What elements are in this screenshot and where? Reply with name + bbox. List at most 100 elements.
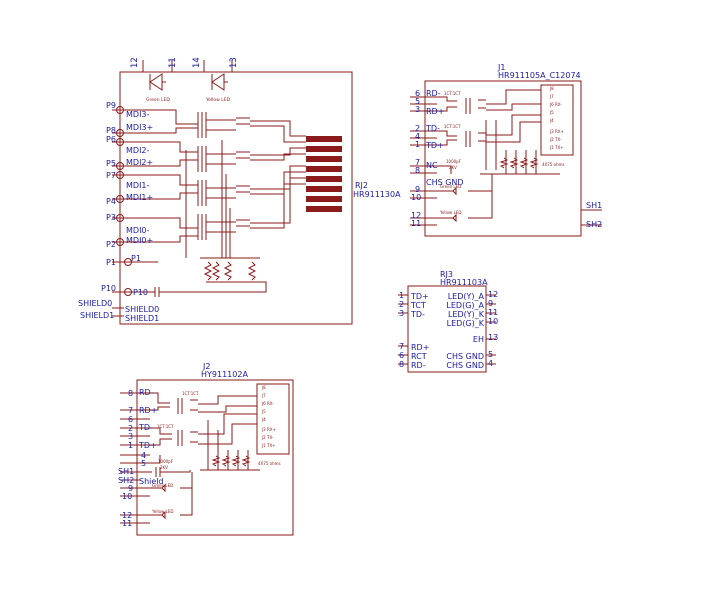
j1-name: J1 bbox=[497, 63, 505, 72]
j2-signal-td-plus: TD+ bbox=[138, 441, 157, 450]
rj2-green-led-label: Green LED bbox=[146, 97, 170, 103]
rj3-right-label-led-y-k: LED(Y)_K bbox=[448, 310, 485, 319]
rj3-left-pin-num-8: 8 bbox=[399, 360, 404, 369]
rj3-right-label-eh: EH bbox=[473, 335, 484, 344]
j2-ratio-bottom: 1CT:1CT bbox=[157, 424, 174, 429]
j2-jack-outline bbox=[256, 383, 290, 455]
j1-body[interactable] bbox=[424, 80, 582, 237]
rj3-right-label-led-g-a: LED(G)_A bbox=[446, 301, 484, 310]
rj3-left-label-td-minus: TD- bbox=[410, 310, 425, 319]
rj2-yellow-led-symbol bbox=[211, 73, 228, 91]
rj3-pin-lines bbox=[398, 294, 496, 365]
j1-pin-7: 7 bbox=[415, 158, 420, 167]
j2-jack-pin-j5: J5 bbox=[261, 409, 266, 414]
j1-jack-pin-j4: J4 bbox=[549, 118, 554, 123]
j1-signal-rd-minus: RD- bbox=[426, 89, 441, 98]
j1-green-led: Green LED bbox=[440, 184, 461, 189]
rj2-transformers bbox=[158, 109, 306, 258]
j2-pin-9: 9 bbox=[128, 484, 133, 493]
rj3-right-pin-num-9: 9 bbox=[488, 299, 493, 308]
j1-pin-12: 12 bbox=[411, 211, 421, 220]
j1-jack-pin-j3: J3 RX+ bbox=[549, 129, 564, 134]
j1-jack-pin-j6: J6 RX- bbox=[549, 102, 562, 107]
rj2-pin-p1: P1 bbox=[106, 258, 116, 267]
j1-jack-pin-j2: J2 TX- bbox=[549, 137, 562, 142]
rj3-right-label-led-g-k: LED(G)_K bbox=[447, 319, 485, 328]
j1-value: HR911105A_C12074 bbox=[498, 71, 581, 80]
rj2-value: HR911130A bbox=[353, 190, 401, 199]
rj3-left-label-td-plus: TD+ bbox=[410, 292, 429, 301]
rj2-label-mdi2p: MDI2+ bbox=[126, 158, 153, 167]
j1-signal-td-minus: TD- bbox=[425, 124, 440, 133]
j1-pin-5: 5 bbox=[415, 97, 420, 106]
j1-ratio-bottom: 1CT:1CT bbox=[444, 124, 461, 129]
rj3-value: HR911103A bbox=[440, 278, 488, 287]
j2-pin-8: 8 bbox=[128, 389, 133, 398]
j2-pin-2: 2 bbox=[128, 424, 133, 433]
j2-signal-rd-plus: RD+ bbox=[139, 406, 157, 415]
rj3-left-pin-num-7: 7 bbox=[399, 342, 404, 351]
rj2-pin-shield0: SHIELD0 bbox=[78, 299, 112, 308]
rj3-right-pin-num-5: 5 bbox=[488, 350, 493, 359]
rj2-pin-p6: P6 bbox=[106, 135, 116, 144]
j1-pin-11: 11 bbox=[411, 219, 421, 228]
rj2-label-mdi0p: MDI0+ bbox=[126, 236, 153, 245]
rj2-pin-p7: P7 bbox=[106, 171, 116, 180]
j2-jack-pin-j6: J6 RX- bbox=[261, 401, 274, 406]
j1-pin-lines bbox=[410, 96, 602, 226]
rj2-yellow-led-label: Yellow LED bbox=[205, 97, 231, 103]
rj2-pin-p5: P5 bbox=[106, 159, 116, 168]
rj2-body[interactable] bbox=[119, 71, 353, 325]
rj2-contact-fingers bbox=[306, 136, 342, 212]
rj2-label-mdi3p: MDI3+ bbox=[126, 123, 153, 132]
rj2-green-led-symbol bbox=[149, 73, 166, 91]
j1-pin-3: 3 bbox=[415, 105, 420, 114]
j2-pin-7: 7 bbox=[128, 406, 133, 415]
j2-signal-rd-minus: RD- bbox=[139, 388, 154, 397]
j1-jack-pin-j5: J5 bbox=[549, 110, 554, 115]
rj3-right-label-chs-gnd-2: CHS GND bbox=[446, 361, 484, 370]
j2-signal-td-minus: TD- bbox=[138, 423, 153, 432]
rj2-capacitor bbox=[150, 287, 169, 297]
j2-yellow-led: Yellow LED bbox=[151, 509, 173, 514]
j2-jack-pin-j2: J2 TX- bbox=[261, 435, 274, 440]
rj3-right-pin-num-10: 10 bbox=[488, 317, 498, 326]
j2-name: J2 bbox=[202, 362, 210, 371]
j1-pin-9: 9 bbox=[415, 185, 420, 194]
rj2-name: RJ2 bbox=[355, 181, 368, 190]
rj3-right-pin-num-11: 11 bbox=[488, 308, 498, 317]
rj2-label-p10: P10 bbox=[133, 288, 148, 297]
j2-pin-11: 11 bbox=[122, 519, 132, 528]
rj2-label-mdi1m: MDI1- bbox=[126, 181, 150, 190]
j2-jack-pin-j1: J1 TX+ bbox=[261, 443, 276, 448]
j2-pin-6: 6 bbox=[128, 415, 133, 424]
rj3-body[interactable] bbox=[407, 285, 487, 373]
rj3-left-label-rd-plus: RD+ bbox=[411, 343, 429, 352]
rj2-pin-circles bbox=[116, 106, 132, 296]
rj3-right-label-led-y-a: LED(Y)_A bbox=[448, 292, 485, 301]
j1-resistor-value: 4X75 ohms bbox=[542, 162, 565, 167]
j2-shield-label: Shield bbox=[139, 477, 164, 486]
rj3-right-pin-num-12: 12 bbox=[488, 290, 498, 299]
j2-pin-lines bbox=[120, 392, 150, 524]
j2-pin-5: 5 bbox=[141, 459, 146, 468]
rj3-left-pin-num-1: 1 bbox=[399, 291, 404, 300]
j1-yellow-led: Yellow LED bbox=[439, 210, 461, 215]
j2-body[interactable] bbox=[136, 379, 294, 536]
j1-sh1: SH1 bbox=[586, 201, 602, 210]
j1-sh2: SH2 bbox=[586, 220, 602, 229]
j2-pin-12: 12 bbox=[122, 511, 132, 520]
rj2-pin-p8: P8 bbox=[106, 126, 116, 135]
j2-jack-pin-j3: J3 RX+ bbox=[261, 427, 276, 432]
j2-pin-3: 3 bbox=[128, 432, 133, 441]
j2-resistor-value: 4X75 ohms bbox=[258, 461, 281, 466]
rj2-top-pin-11: 11 bbox=[168, 57, 178, 68]
rj2-pin-p4: P4 bbox=[106, 197, 116, 206]
rj2-label-shield1: SHIELD1 bbox=[125, 314, 159, 323]
rj2-pin-p3: P3 bbox=[106, 213, 116, 222]
j1-cap-voltage: 2KV bbox=[449, 165, 457, 170]
rj3-left-label-tct: TCT bbox=[410, 301, 426, 310]
j2-sh1: SH1 bbox=[118, 467, 134, 476]
rj2-top-pin-14: 14 bbox=[192, 57, 202, 68]
